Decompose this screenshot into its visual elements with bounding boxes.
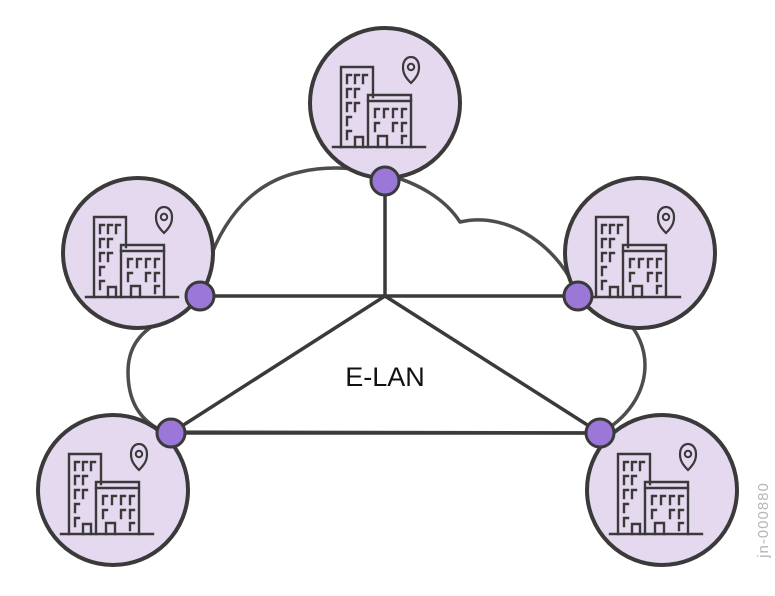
link-hub-lowleft	[169, 294, 387, 435]
site-upper-right	[563, 176, 717, 330]
site-top	[308, 26, 462, 180]
site-lower-left	[36, 413, 190, 567]
network-links	[169, 179, 602, 435]
network-label: E-LAN	[345, 362, 425, 392]
connector-upper-right	[562, 280, 594, 312]
connector-top	[369, 165, 401, 197]
connectors	[155, 165, 616, 449]
connector-upper-left	[184, 280, 216, 312]
site-upper-left	[61, 176, 215, 330]
connector-lower-left	[155, 417, 187, 449]
site-lower-right	[585, 413, 739, 567]
connector-lower-right	[584, 417, 616, 449]
figure-id: jn-000880	[755, 482, 772, 559]
link-hub-lowright	[383, 294, 602, 435]
